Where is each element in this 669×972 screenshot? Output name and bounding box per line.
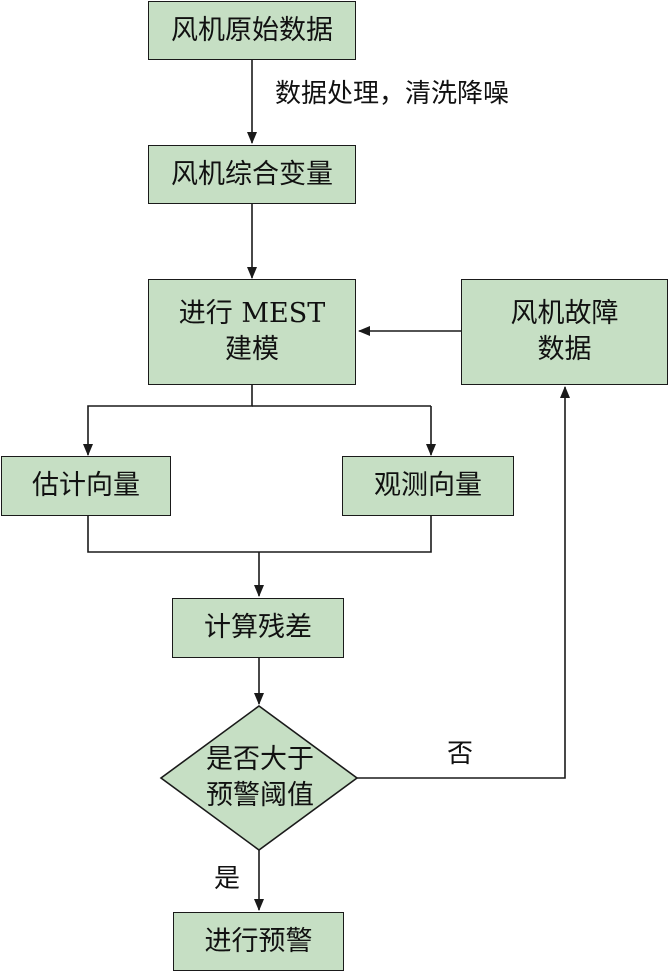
node-estimate-vector: 估计向量: [1, 456, 171, 516]
connector-mest-split: [83, 385, 253, 456]
node-composite-vars-label: 风机综合变量: [171, 158, 333, 190]
connector-merge: [87, 516, 432, 553]
edge-label-yes: 是: [214, 864, 241, 894]
decision-label: 是否大于 预警阈值: [160, 738, 360, 818]
node-raw-data-label: 风机原始数据: [171, 14, 333, 46]
node-estimate-vector-label: 估计向量: [32, 470, 140, 501]
edge-label-preprocess: 数据处理，清洗降噪: [275, 79, 510, 109]
decision-line1: 是否大于: [206, 744, 314, 775]
node-fault-data: 风机故障 数据: [461, 279, 668, 385]
node-fault-line1: 风机故障: [510, 298, 619, 329]
node-warning: 进行预警: [173, 912, 344, 971]
node-residual: 计算残差: [172, 598, 344, 658]
node-composite-vars: 风机综合变量: [148, 145, 356, 204]
node-warning-label: 进行预警: [204, 925, 313, 957]
node-observe-vector-label: 观测向量: [374, 470, 482, 501]
node-mest-line2: 建模: [225, 334, 279, 365]
edge-label-no: 否: [447, 739, 474, 769]
node-residual-label: 计算残差: [204, 612, 312, 643]
node-fault-line2: 数据: [537, 334, 592, 365]
node-mest-line1: 进行 MEST: [178, 298, 326, 329]
decision-line2: 预警阈值: [206, 780, 314, 811]
node-raw-data: 风机原始数据: [148, 1, 356, 60]
node-mest-modeling: 进行 MEST 建模: [148, 279, 356, 385]
node-observe-vector: 观测向量: [342, 456, 514, 516]
arrow-decision-no-to-fault: [357, 386, 570, 779]
decision-diamond: [159, 705, 359, 851]
